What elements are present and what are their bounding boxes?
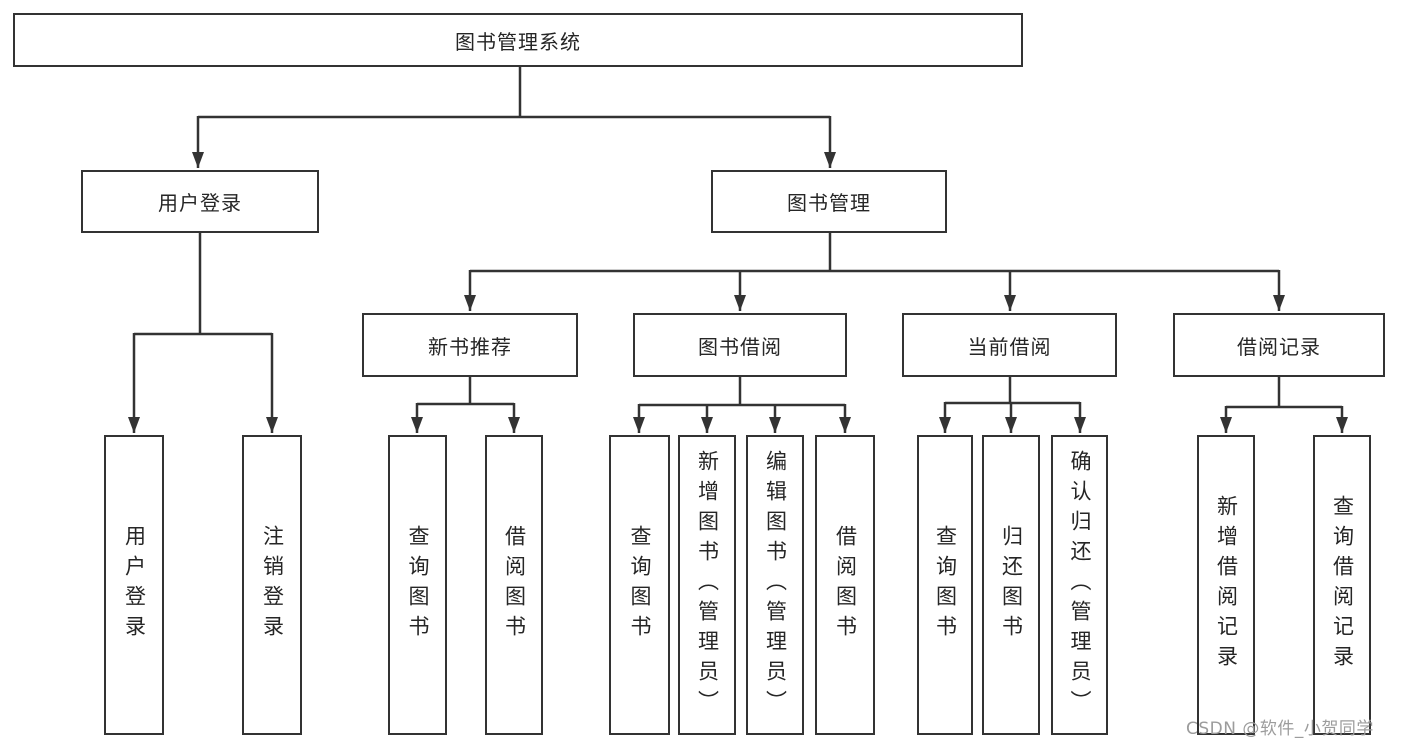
leaf-query-books-recommend: 查询图书 <box>388 435 447 735</box>
leaf-logout-label: 注销登录 <box>260 525 285 645</box>
watermark: CSDN @软件_小贺同学 <box>1186 719 1374 739</box>
node-user-login-label: 用户登录 <box>158 191 242 215</box>
leaf-edit-books-admin-label: 编辑图书（管理员） <box>763 450 788 720</box>
leaf-query-books-borrow-label: 查询图书 <box>628 525 652 645</box>
leaf-query-borrow-record: 查询借阅记录 <box>1313 435 1371 735</box>
node-borrow-records: 借阅记录 <box>1173 313 1385 377</box>
node-book-management: 图书管理 <box>711 170 947 233</box>
leaf-logout: 注销登录 <box>242 435 302 735</box>
node-current-borrow-label: 当前借阅 <box>967 334 1052 359</box>
leaf-user-login-label: 用户登录 <box>122 525 147 645</box>
node-current-borrow: 当前借阅 <box>902 313 1117 377</box>
leaf-confirm-return-admin: 确认归还（管理员） <box>1051 435 1108 735</box>
node-borrow-records-label: 借阅记录 <box>1237 334 1321 359</box>
leaf-return-books-label: 归还图书 <box>999 525 1024 645</box>
leaf-add-borrow-record: 新增借阅记录 <box>1197 435 1255 735</box>
node-book-management-label: 图书管理 <box>787 191 871 215</box>
node-root-label: 图书管理系统 <box>455 29 581 54</box>
leaf-query-borrow-record-label: 查询借阅记录 <box>1330 495 1355 675</box>
leaf-query-books-current-label: 查询图书 <box>933 525 958 645</box>
leaf-borrow-books-label: 借阅图书 <box>833 525 858 645</box>
leaf-add-books-admin-label: 新增图书（管理员） <box>695 450 720 720</box>
leaf-borrow-books-recommend: 借阅图书 <box>485 435 543 735</box>
leaf-query-books-borrow: 查询图书 <box>609 435 670 735</box>
node-book-borrow-label: 图书借阅 <box>698 334 782 359</box>
leaf-borrow-books: 借阅图书 <box>815 435 875 735</box>
leaf-query-books-current: 查询图书 <box>917 435 973 735</box>
node-new-book-recommend: 新书推荐 <box>362 313 578 377</box>
leaf-add-borrow-record-label: 新增借阅记录 <box>1214 495 1239 675</box>
node-new-book-recommend-label: 新书推荐 <box>428 334 512 359</box>
leaf-user-login: 用户登录 <box>104 435 164 735</box>
node-user-login: 用户登录 <box>81 170 319 233</box>
node-root: 图书管理系统 <box>13 13 1023 67</box>
node-book-borrow: 图书借阅 <box>633 313 847 377</box>
leaf-add-books-admin: 新增图书（管理员） <box>678 435 736 735</box>
leaf-confirm-return-admin-label: 确认归还（管理员） <box>1068 450 1092 720</box>
leaf-query-books-recommend-label: 查询图书 <box>406 525 430 645</box>
leaf-edit-books-admin: 编辑图书（管理员） <box>746 435 804 735</box>
leaf-borrow-books-recommend-label: 借阅图书 <box>502 525 527 645</box>
leaf-return-books: 归还图书 <box>982 435 1040 735</box>
